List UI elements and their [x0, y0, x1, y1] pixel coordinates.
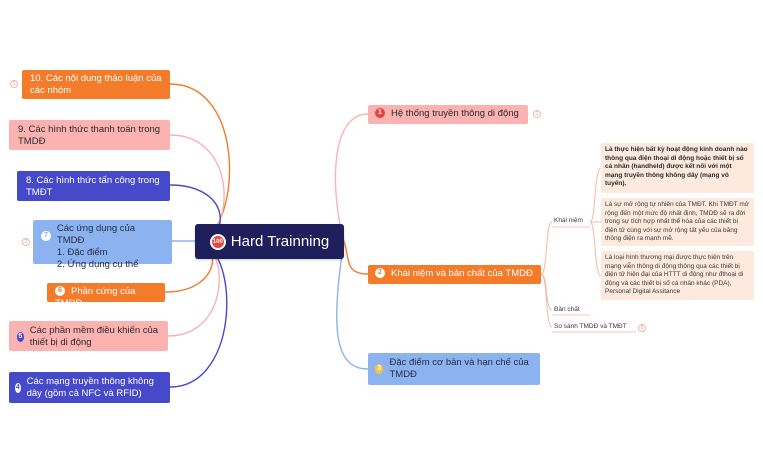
definition-3-text: Là loại hình thương mại được thực hiện t…: [605, 254, 744, 295]
definition-card-3[interactable]: Là loại hình thương mại được thực hiện t…: [601, 251, 754, 300]
brand-logo-icon: 100: [209, 233, 226, 250]
topic-1-communication[interactable]: 1 Hệ thống truyền thông di động: [368, 105, 528, 124]
badge-6-icon: 6: [55, 286, 65, 297]
topic-7-item-2: 2. Ứng dụng cụ thể: [56, 259, 139, 270]
subtopic-khai-niem[interactable]: Khái niệm: [554, 217, 583, 224]
topic-7-title: Các ứng dụng của TMDĐ: [56, 223, 136, 246]
collapse-toggle-1[interactable]: 1: [533, 110, 541, 118]
topic-4-label: Các mạng truyền thông không dây (gồm cả …: [26, 376, 154, 399]
topic-2-label: Khái niệm và bản chất của TMDĐ: [391, 268, 533, 279]
central-title: Hard Trainning: [230, 233, 330, 250]
collapse-toggle-10[interactable]: 2: [10, 80, 18, 88]
subtopic-ban-chat[interactable]: Bản chất: [554, 306, 580, 313]
definition-card-2[interactable]: Là sự mở rộng tự nhiên của TMĐT. Khi TMĐ…: [601, 198, 754, 246]
topic-3-label: Đặc điểm cơ bản và hạn chế của TMDĐ: [389, 357, 529, 380]
collapse-toggle-so-sanh[interactable]: 5: [638, 324, 646, 332]
topic-7-item-1: 1. Đặc điểm: [56, 247, 108, 258]
central-topic[interactable]: 100 Hard Trainning: [195, 224, 344, 259]
badge-7-icon: 7: [41, 231, 51, 241]
badge-2-icon: 2: [375, 268, 385, 279]
subtopic-so-sanh[interactable]: So sánh TMDĐ và TMĐT: [554, 323, 627, 330]
topic-9-label: 9. Các hình thức thanh toán trong TMDĐ: [18, 124, 161, 147]
badge-4-icon: 4: [15, 383, 21, 393]
topic-10-label: 10. Các nội dung thảo luận của các nhóm: [30, 73, 162, 96]
topic-1-label: Hệ thống truyền thông di động: [391, 108, 519, 119]
topic-5-software[interactable]: 5 Các phần mềm điều khiển của thiết bị d…: [9, 321, 168, 351]
topic-4-networks[interactable]: 4 Các mạng truyền thông không dây (gồm c…: [9, 372, 170, 403]
definition-2-text: Là sự mở rộng tự nhiên của TMĐT. Khi TMĐ…: [605, 201, 750, 242]
topic-5-label: Các phần mềm điều khiển của thiết bị di …: [29, 325, 159, 348]
topic-8-label: 8. Các hình thức tấn công trong TMĐT: [26, 175, 160, 198]
definition-card-1[interactable]: Là thực hiện bất kỳ hoạt động kinh doanh…: [601, 143, 754, 193]
topic-9-payment[interactable]: 9. Các hình thức thanh toán trong TMDĐ: [9, 120, 170, 150]
topic-8-attacks[interactable]: 8. Các hình thức tấn công trong TMĐT: [17, 171, 170, 201]
topic-3-characteristics[interactable]: 3 Đặc điểm cơ bản và hạn chế của TMDĐ: [368, 353, 540, 385]
definition-1-text: Là thực hiện bất kỳ hoạt động kinh doanh…: [605, 146, 748, 187]
topic-7-applications[interactable]: 7 Các ứng dụng của TMDĐ 1. Đặc điểm 2. Ứ…: [33, 220, 172, 270]
badge-3-icon: 3: [375, 364, 384, 374]
topic-6-label: Phần cứng của TMDĐ: [55, 286, 136, 309]
topic-2-concept[interactable]: 2 Khái niệm và bản chất của TMDĐ: [368, 265, 541, 284]
badge-1-icon: 1: [375, 108, 385, 119]
badge-5-icon: 5: [17, 332, 24, 342]
collapse-toggle-7[interactable]: 2: [22, 238, 30, 246]
topic-10-discussion[interactable]: 10. Các nội dung thảo luận của các nhóm: [22, 70, 170, 99]
